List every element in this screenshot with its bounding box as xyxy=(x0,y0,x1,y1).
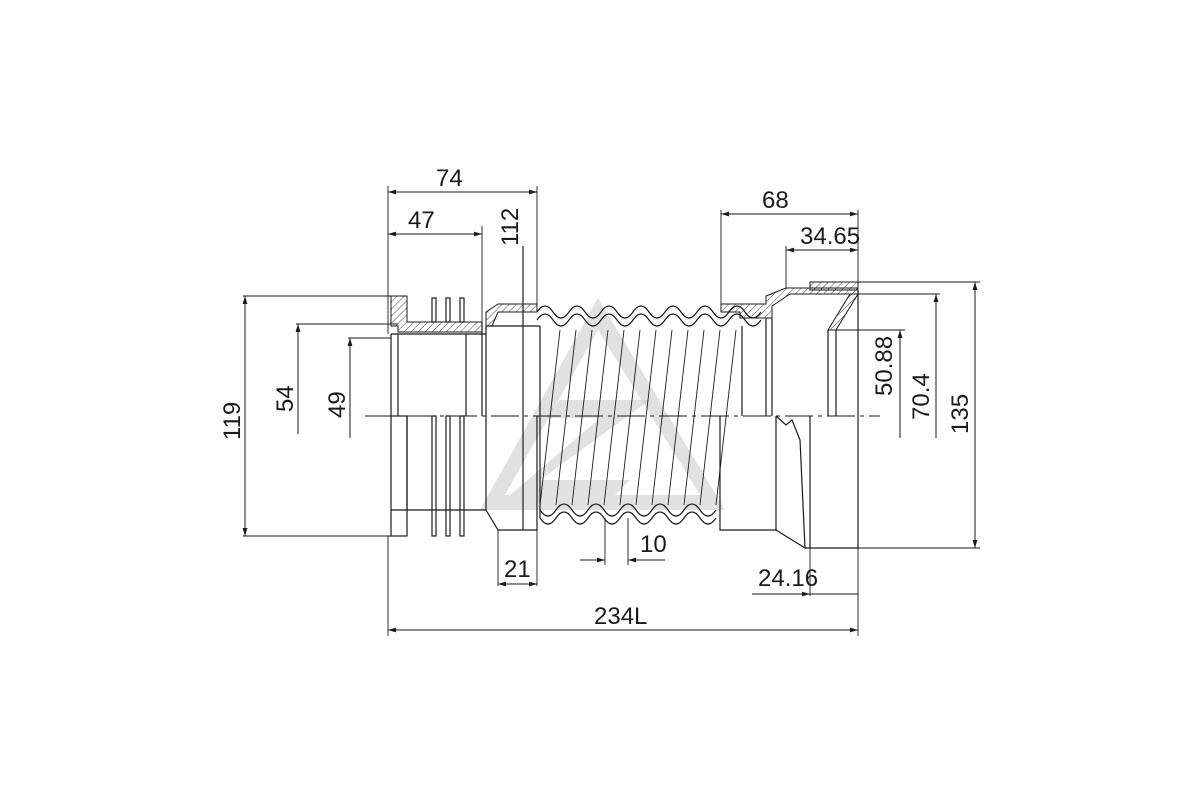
dim-112-label: 112 xyxy=(497,208,524,246)
dim-49-label: 49 xyxy=(324,391,351,418)
dim-74-label: 74 xyxy=(436,165,463,192)
dim-21-label: 21 xyxy=(504,556,531,583)
dim-10-label: 10 xyxy=(640,531,667,558)
dim-47-label: 47 xyxy=(408,207,435,234)
dim-68-label: 68 xyxy=(762,187,789,214)
dim-119-label: 119 xyxy=(219,402,246,440)
dim-234-label: 234L xyxy=(594,603,647,630)
dim-5088-label: 50.88 xyxy=(871,336,898,396)
left-socket-section xyxy=(390,246,540,416)
dim-3465-label: 34.65 xyxy=(800,223,860,250)
right-outlet-outside xyxy=(719,415,859,549)
dim-2416-label: 24.16 xyxy=(758,565,818,592)
bellows-section xyxy=(536,305,762,525)
dim-135-label: 135 xyxy=(947,394,974,434)
extension-lines xyxy=(243,186,980,636)
dim-54-label: 54 xyxy=(272,385,299,412)
dim-704-label: 70.4 xyxy=(908,373,935,420)
watermark-logo xyxy=(480,298,725,510)
left-socket-outside xyxy=(390,415,538,537)
